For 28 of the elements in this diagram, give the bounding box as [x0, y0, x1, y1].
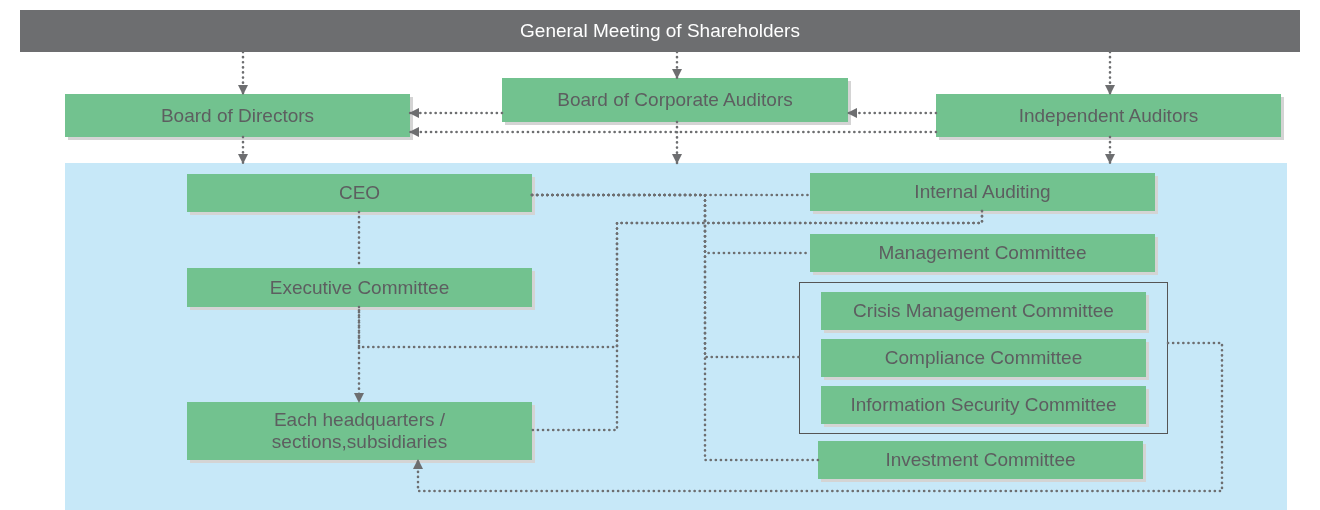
org-box: Independent Auditors [936, 94, 1281, 137]
org-box: Compliance Committee [821, 339, 1146, 377]
dotted-connector [1104, 50, 1116, 96]
dotted-connector [353, 305, 365, 404]
org-box: Each headquarters / sections,subsidiaries [187, 402, 532, 460]
dotted-connector [530, 209, 984, 432]
dotted-connector [671, 50, 683, 80]
dotted-connector [1104, 135, 1116, 165]
dotted-connector [408, 126, 938, 138]
org-box: Information Security Committee [821, 386, 1146, 424]
org-box: Board of Corporate Auditors [502, 78, 848, 122]
org-box: Crisis Management Committee [821, 292, 1146, 330]
group-frame [799, 282, 1168, 434]
org-box: Board of Directors [65, 94, 410, 137]
dotted-connector [237, 135, 249, 165]
dotted-connector [530, 193, 820, 462]
org-box: CEO [187, 174, 532, 212]
org-box: Executive Committee [187, 268, 532, 307]
dotted-connector [671, 120, 683, 165]
org-box: Management Committee [810, 234, 1155, 272]
region-background [65, 163, 1287, 510]
dotted-connector [237, 50, 249, 96]
org-box: Internal Auditing [810, 173, 1155, 211]
dotted-connector [412, 341, 1224, 493]
dotted-connector [846, 107, 938, 119]
dotted-connector [408, 107, 504, 119]
org-box: Investment Committee [818, 441, 1143, 479]
banner-bar: General Meeting of Shareholders [20, 10, 1300, 52]
